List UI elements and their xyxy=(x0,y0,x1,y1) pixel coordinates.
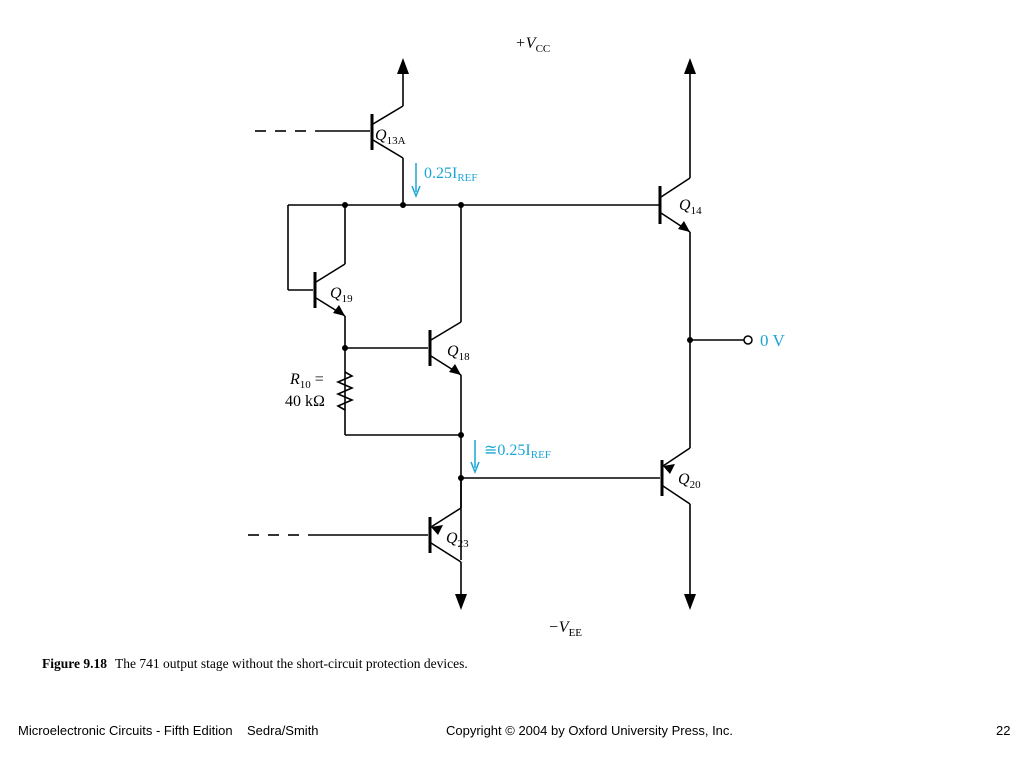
resistor-r10: R10 = 40 kΩ xyxy=(285,371,464,438)
transistor-q14: Q14 xyxy=(658,58,702,448)
output-node: 0 V xyxy=(687,331,785,350)
svg-text:0.25IREF: 0.25IREF xyxy=(424,165,478,184)
transistor-q18: Q18 xyxy=(342,205,470,560)
svg-text:Q20: Q20 xyxy=(678,471,701,491)
vee-label: −VEE xyxy=(548,619,582,639)
transistor-q23: Q23 xyxy=(248,478,469,610)
bottom-bus-wire xyxy=(458,475,660,481)
footer-book-title: Microelectronic Circuits - Fifth Edition… xyxy=(18,723,319,738)
figure-caption-text: The 741 output stage without the short-c… xyxy=(115,656,468,671)
svg-text:Q13A: Q13A xyxy=(375,127,406,147)
svg-text:40 kΩ: 40 kΩ xyxy=(285,393,325,410)
transistor-q20: Q20 xyxy=(660,447,701,610)
svg-text:Q19: Q19 xyxy=(330,285,353,305)
current-arrow-top: 0.25IREF xyxy=(411,163,478,199)
current-arrow-bottom: ≅0.25IREF xyxy=(470,440,551,475)
top-bus-wire xyxy=(288,202,660,208)
svg-text:0 V: 0 V xyxy=(760,331,785,350)
vcc-label: +VCC xyxy=(515,35,550,55)
figure-caption: Figure 9.18 The 741 output stage without … xyxy=(42,656,468,672)
footer-page-number: 22 xyxy=(996,723,1011,738)
transistor-q13a: Q13A xyxy=(255,58,409,205)
figure-number: Figure 9.18 xyxy=(42,656,107,671)
svg-text:Q18: Q18 xyxy=(447,343,470,363)
svg-text:≅0.25IREF: ≅0.25IREF xyxy=(484,442,551,461)
transistor-q19: Q19 xyxy=(287,205,353,435)
svg-text:R10 =: R10 = xyxy=(289,371,324,391)
circuit-schematic: +VCC −VEE Q13A 0.25IREF xyxy=(248,35,785,639)
footer-copyright: Copyright © 2004 by Oxford University Pr… xyxy=(446,723,734,738)
svg-text:Q23: Q23 xyxy=(446,530,469,550)
svg-text:Q14: Q14 xyxy=(679,197,702,217)
